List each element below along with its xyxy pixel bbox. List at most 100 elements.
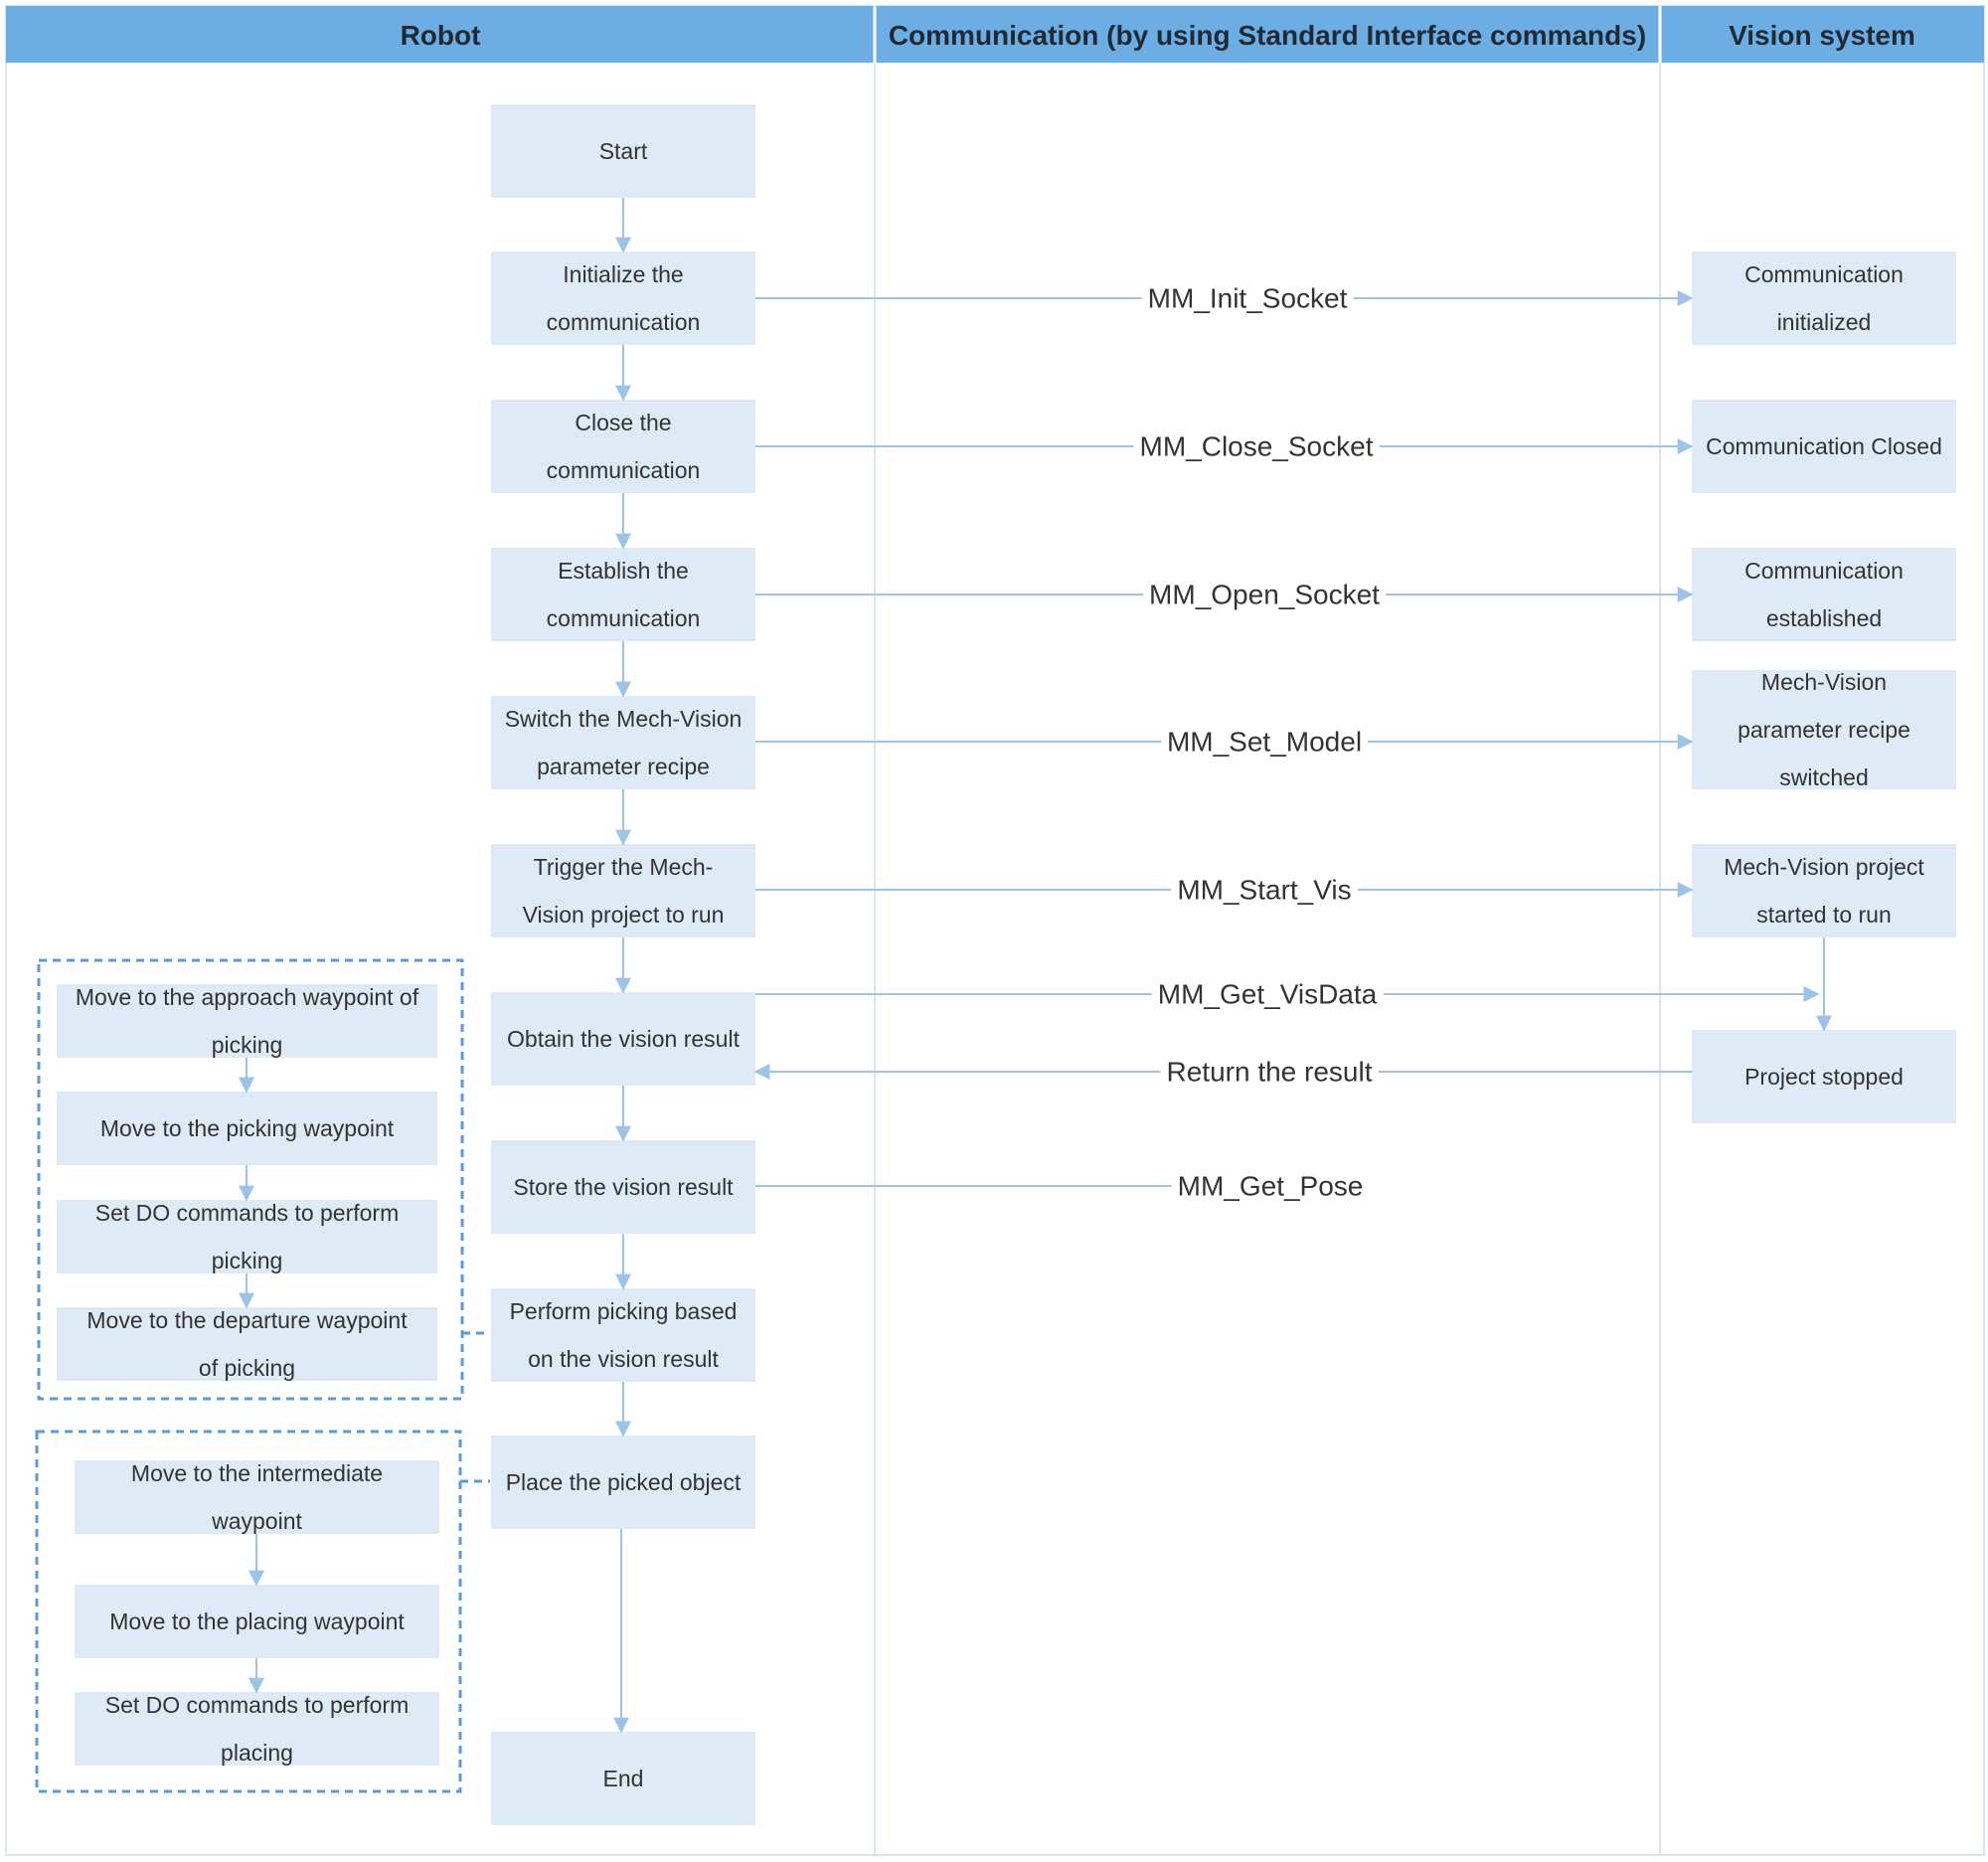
vision-project-stopped-label: Project stopped: [1744, 1064, 1904, 1090]
cmd-get-visdata-label: MM_Get_VisData: [1158, 979, 1378, 1010]
vision-recipe-switched-label: parameter recipe: [1738, 717, 1910, 743]
picking-waypoint-shape: [57, 1092, 437, 1165]
step-store-result-shape: [491, 1140, 755, 1234]
cmd-open-socket-label: MM_Open_Socket: [1149, 580, 1380, 610]
cmd-return-result: Return the result: [753, 1054, 1692, 1090]
step-establish-shape: [491, 548, 755, 641]
step-obtain-result: Obtain the vision result: [491, 992, 755, 1086]
cmd-open-socket-label-bg: [1143, 577, 1387, 612]
cmd-start-vis-label: MM_Start_Vis: [1177, 875, 1351, 906]
vision-initialized-shape: [1692, 252, 1956, 345]
cmd-close-socket-label-bg: [1133, 428, 1380, 464]
step-establish-label: communication: [547, 605, 701, 631]
cmd-get-pose-label: MM_Get_Pose: [1178, 1171, 1364, 1202]
picking-departure: Move to the departure waypoint of picking: [57, 1307, 437, 1381]
vision-project-stopped-shape: [1692, 1030, 1956, 1123]
picking-waypoint-label: Move to the picking waypoint: [100, 1115, 395, 1141]
step-initialize-shape: [491, 252, 755, 345]
picking-departure-label: of picking: [199, 1355, 295, 1381]
step-start: Start: [491, 104, 755, 198]
step-perform-picking-label: on the vision result: [528, 1346, 719, 1372]
step-store-result-label: Store the vision result: [513, 1174, 734, 1200]
lane-header-robot: Robot: [401, 20, 481, 51]
step-close-shape: [491, 400, 755, 493]
step-close-label: communication: [547, 457, 701, 483]
step-trigger-shape: [491, 844, 755, 937]
picking-substeps-group: [37, 958, 464, 1401]
cmd-get-visdata-label-bg: [1151, 976, 1384, 1012]
picking-waypoint: Move to the picking waypoint: [57, 1092, 437, 1165]
vision-established-label: established: [1766, 605, 1882, 631]
step-place-object-shape: [491, 1436, 755, 1529]
placing-substeps-group: [35, 1430, 462, 1793]
picking-departure-shape: [57, 1307, 437, 1381]
lane-header-communication: Communication (by using Standard Interfa…: [889, 20, 1646, 51]
vision-initialized-label: initialized: [1777, 309, 1872, 335]
placing-intermediate-label: Move to the intermediate: [131, 1460, 383, 1486]
step-place-object: Place the picked object: [491, 1436, 755, 1529]
step-obtain-result-label: Obtain the vision result: [507, 1026, 741, 1052]
cmd-get-pose-label-bg: [1171, 1168, 1370, 1204]
picking-approach-shape: [57, 984, 437, 1058]
cmd-init-socket-label-bg: [1141, 280, 1354, 316]
cmd-set-model: MM_Set_Model: [755, 724, 1694, 760]
step-close-label: Close the: [575, 410, 671, 435]
step-switch-recipe-label: parameter recipe: [537, 754, 710, 779]
cmd-set-model-label-bg: [1160, 724, 1369, 760]
picking-approach: Move to the approach waypoint of picking: [57, 984, 437, 1058]
cmd-start-vis: MM_Start_Vis: [755, 872, 1694, 908]
step-initialize-label: Initialize the: [563, 261, 683, 287]
vision-closed-label: Communication Closed: [1706, 433, 1942, 459]
step-end: End: [491, 1732, 755, 1825]
vision-closed-shape: [1692, 400, 1956, 493]
vision-closed: Communication Closed: [1692, 400, 1956, 493]
vision-established-shape: [1692, 548, 1956, 641]
placing-waypoint-label: Move to the placing waypoint: [109, 1608, 405, 1634]
step-initialize-label: communication: [547, 309, 701, 335]
vision-project-stopped: Project stopped: [1692, 1030, 1956, 1123]
vision-recipe-switched: Mech-Vision parameter recipe switched: [1692, 669, 1956, 790]
step-start-shape: [491, 104, 755, 198]
vision-initialized-label: Communication: [1744, 261, 1904, 287]
step-end-label: End: [603, 1766, 644, 1791]
cmd-close-socket-label: MM_Close_Socket: [1140, 431, 1374, 462]
picking-approach-label: picking: [212, 1032, 283, 1058]
step-perform-picking-shape: [491, 1288, 755, 1382]
cmd-init-socket-label: MM_Init_Socket: [1148, 283, 1348, 314]
diagram-frame: [5, 5, 1985, 1856]
vision-recipe-switched-label: switched: [1779, 764, 1868, 790]
step-obtain-result-shape: [491, 992, 755, 1086]
vision-established: Communication established: [1692, 548, 1956, 641]
cmd-set-model-label: MM_Set_Model: [1167, 727, 1362, 758]
placing-waypoint: Move to the placing waypoint: [75, 1585, 439, 1658]
cmd-return-result-label: Return the result: [1167, 1057, 1373, 1088]
step-initialize: Initialize the communication: [491, 252, 755, 345]
vision-established-label: Communication: [1744, 558, 1904, 584]
picking-set-do-shape: [57, 1200, 437, 1273]
step-switch-recipe-label: Switch the Mech-Vision: [505, 706, 743, 732]
picking-departure-label: Move to the departure waypoint: [86, 1307, 408, 1333]
cmd-open-socket: MM_Open_Socket: [755, 577, 1694, 612]
step-trigger: Trigger the Mech-Vision project to run: [491, 844, 755, 937]
step-end-shape: [491, 1732, 755, 1825]
step-trigger-label: Vision project to run: [523, 902, 725, 928]
step-start-label: Start: [599, 138, 648, 164]
picking-approach-label: Move to the approach waypoint of: [76, 984, 419, 1010]
vision-project-started-label: started to run: [1756, 902, 1892, 928]
vision-initialized: Communication initialized: [1692, 252, 1956, 345]
vision-recipe-switched-shape: [1692, 670, 1956, 789]
vision-recipe-switched-label: Mech-Vision: [1761, 669, 1887, 695]
placing-intermediate: Move to the intermediate waypoint: [75, 1460, 439, 1534]
header-bar: [6, 6, 1984, 63]
placing-intermediate-shape: [75, 1460, 439, 1534]
step-close: Close the communication: [491, 400, 755, 493]
placing-intermediate-label: waypoint: [211, 1508, 302, 1534]
cmd-get-pose: MM_Get_Pose: [755, 1168, 1370, 1204]
step-store-result: Store the vision result: [491, 1140, 755, 1234]
